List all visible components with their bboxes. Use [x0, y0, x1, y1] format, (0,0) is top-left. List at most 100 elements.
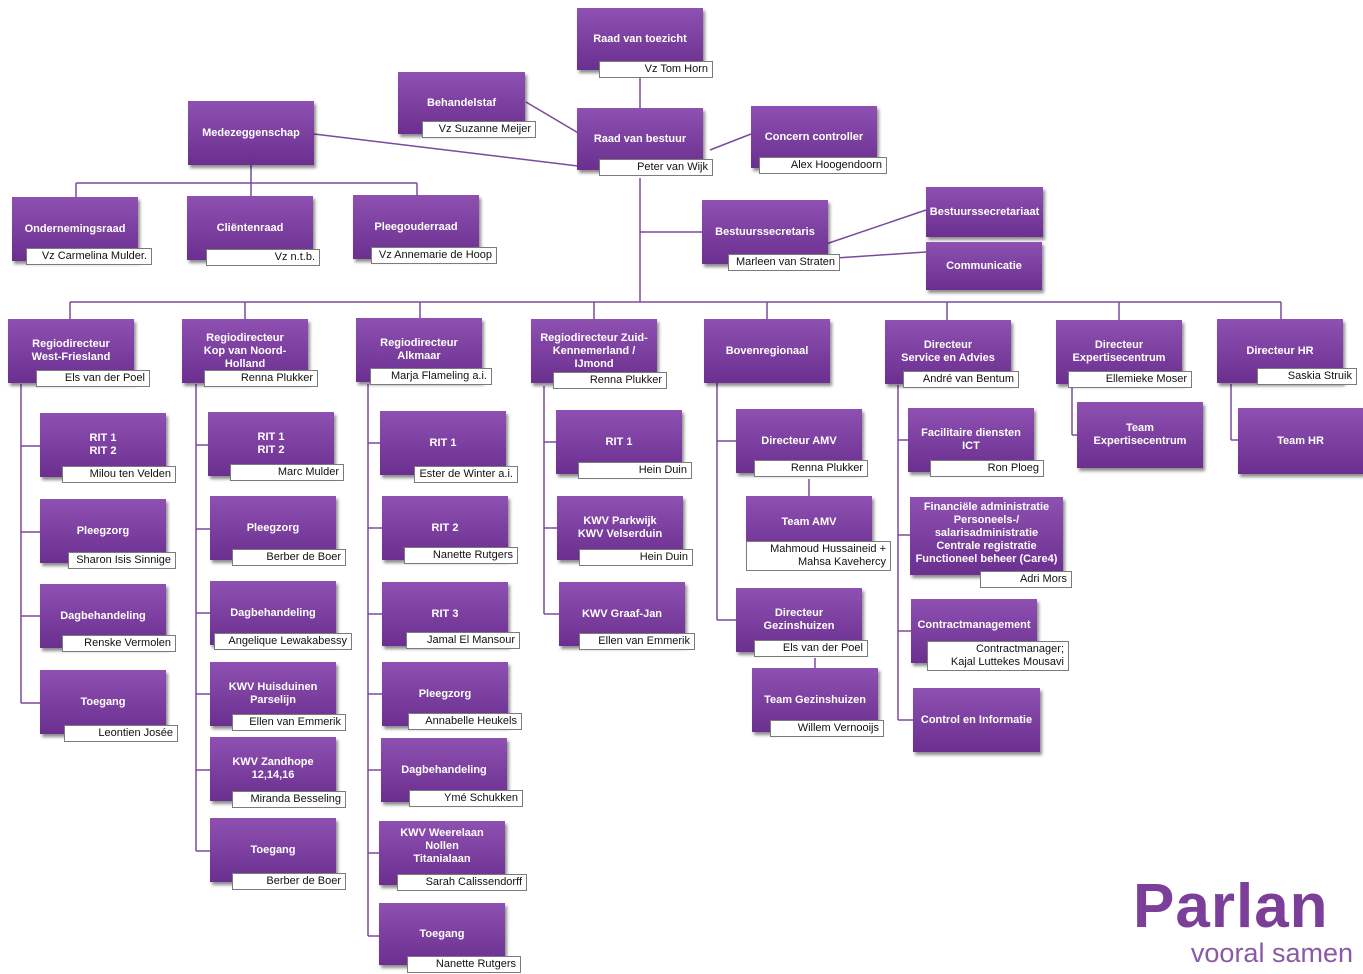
unit-kop-toegang[interactable]: Toegang Berber de Boer [210, 818, 346, 890]
node-person: Marleen van Straten [728, 254, 840, 271]
node-title: Raad van toezicht [577, 8, 703, 70]
unit-person: Hein Duin [579, 549, 693, 566]
unit-wf-toegang[interactable]: Toegang Leontien Josée [40, 670, 178, 742]
unit-person: Els van der Poel [754, 640, 868, 657]
unit-title: Toegang [210, 818, 336, 882]
unit-wf-rit[interactable]: RIT 1 RIT 2 Milou ten Velden [40, 413, 176, 485]
unit-alk-toegang[interactable]: Toegang Nanette Rutgers [379, 903, 521, 973]
unit-title: Toegang [379, 903, 505, 965]
unit-zk-graaf-jan[interactable]: KWV Graaf-Jan Ellen van Emmerik [559, 582, 695, 652]
node-ondernemingsraad[interactable]: Ondernemingsraad Vz Carmelina Mulder. [12, 197, 152, 267]
unit-alk-weerelaan[interactable]: KWV Weerelaan Nollen Titanialaan Sarah C… [379, 821, 527, 893]
connector-line [835, 251, 927, 259]
unit-person: Ellen van Emmerik [579, 633, 695, 650]
unit-team-hr[interactable]: Team HR [1238, 408, 1363, 474]
unit-person: Renna Plukker [754, 460, 868, 477]
unit-title: Team HR [1238, 408, 1363, 474]
unit-person: Milou ten Velden [62, 466, 176, 483]
unit-title: Toegang [40, 670, 166, 734]
unit-alk-rit1[interactable]: RIT 1 Ester de Winter a.i. [380, 411, 518, 485]
unit-person: Leontien Josée [64, 725, 178, 742]
node-person: Alex Hoogendoorn [759, 157, 887, 174]
unit-person: Annabelle Heukels [408, 713, 522, 730]
node-raad-van-toezicht[interactable]: Raad van toezicht Vz Tom Horn [577, 8, 713, 78]
unit-person: Ymé Schukken [409, 790, 523, 807]
director-expertisecentrum[interactable]: Directeur Expertisecentrum Ellemieke Mos… [1056, 320, 1192, 390]
unit-person: Jamal El Mansour [406, 632, 520, 649]
director-title: Regiodirecteur Kop van Noord-Holland [182, 319, 308, 383]
unit-person: Nanette Rutgers [404, 547, 518, 564]
unit-title: Financiële administratie Personeels-/ sa… [910, 497, 1063, 575]
unit-zk-rit1[interactable]: RIT 1 Hein Duin [556, 410, 692, 482]
unit-kop-pleegzorg[interactable]: Pleegzorg Berber de Boer [210, 496, 346, 568]
parlan-logo: Parlan vooral samen [1133, 874, 1359, 970]
connector-line [825, 209, 927, 245]
director-alkmaar[interactable]: Regiodirecteur Alkmaar Marja Flameling a… [356, 318, 492, 388]
director-person: André van Bentum [903, 371, 1019, 388]
unit-alk-pleegzorg[interactable]: Pleegzorg Annabelle Heukels [382, 662, 522, 732]
node-person: Vz Annemarie de Hoop [371, 247, 497, 264]
unit-title: Control en Informatie [913, 688, 1040, 752]
director-bovenregionaal[interactable]: Bovenregionaal [704, 319, 830, 383]
unit-person: Mahmoud Hussaineid + Mahsa Kavehercy [746, 541, 891, 571]
director-hr[interactable]: Directeur HR Saskia Struik [1217, 319, 1357, 389]
unit-kop-zandhope[interactable]: KWV Zandhope 12,14,16 Miranda Besseling [210, 737, 346, 809]
unit-person: Berber de Boer [232, 873, 346, 890]
unit-team-expertisecentrum[interactable]: Team Expertisecentrum [1077, 402, 1203, 468]
unit-sa-contractmanagement[interactable]: Contractmanagement Contractmanager; Kaja… [911, 599, 1069, 671]
node-title: Bestuurssecretaris [702, 200, 828, 264]
director-service-en-advies[interactable]: Directeur Service en Advies André van Be… [885, 320, 1019, 390]
unit-person: Marc Mulder [230, 464, 344, 481]
unit-kop-dagbehandeling[interactable]: Dagbehandeling Angelique Lewakabessy [210, 581, 352, 651]
unit-person: Berber de Boer [232, 549, 346, 566]
node-pleegouderraad[interactable]: Pleegouderraad Vz Annemarie de Hoop [353, 195, 497, 267]
node-medezeggenschap[interactable]: Medezeggenschap [188, 101, 315, 165]
unit-kop-huisduinen[interactable]: KWV Huisduinen Parselijn Ellen van Emmer… [210, 662, 346, 732]
brand-name: Parlan [1133, 872, 1329, 941]
unit-bov-directeur-amv[interactable]: Directeur AMV Renna Plukker [736, 409, 868, 479]
unit-alk-rit2[interactable]: RIT 2 Nanette Rutgers [382, 496, 518, 566]
node-clientenraad[interactable]: Cliëntenraad Vz n.t.b. [187, 196, 320, 268]
unit-sa-financiele-administratie[interactable]: Financiële administratie Personeels-/ sa… [910, 497, 1072, 591]
unit-person: Sharon Isis Sinnige [68, 552, 176, 569]
unit-bov-directeur-gezinshuizen[interactable]: Directeur Gezinshuizen Els van der Poel [736, 588, 868, 658]
unit-wf-pleegzorg[interactable]: Pleegzorg Sharon Isis Sinnige [40, 499, 176, 571]
unit-person: Adri Mors [980, 571, 1072, 588]
unit-wf-dagbehandeling[interactable]: Dagbehandeling Renske Vermolen [40, 584, 176, 656]
director-person: Marja Flameling a.i. [370, 368, 492, 385]
unit-person: Ron Ploeg [930, 460, 1044, 477]
node-raad-van-bestuur[interactable]: Raad van bestuur Peter van Wijk [577, 108, 713, 178]
unit-title: RIT 1 [380, 411, 506, 475]
unit-sa-control-en-informatie[interactable]: Control en Informatie [913, 688, 1040, 752]
director-zuid-kennemerland[interactable]: Regiodirecteur Zuid- Kennemerland / IJmo… [531, 319, 667, 391]
node-title: Communicatie [926, 242, 1042, 290]
node-title: Medezeggenschap [188, 101, 314, 165]
unit-person: Nanette Rutgers [407, 956, 521, 973]
node-bestuurssecretaris[interactable]: Bestuurssecretaris Marleen van Straten [702, 200, 840, 272]
node-communicatie[interactable]: Communicatie [926, 242, 1042, 290]
unit-title: Team Expertisecentrum [1077, 402, 1203, 468]
unit-person: Hein Duin [578, 462, 692, 479]
unit-zk-parkwijk[interactable]: KWV Parkwijk KWV Velserduin Hein Duin [557, 496, 693, 568]
node-bestuurssecretariaat[interactable]: Bestuurssecretariaat [926, 187, 1043, 237]
director-person: Renna Plukker [553, 372, 667, 389]
unit-bov-team-amv[interactable]: Team AMV Mahmoud Hussaineid + Mahsa Kave… [746, 496, 891, 572]
director-west-friesland[interactable]: Regiodirecteur West-Friesland Els van de… [8, 319, 150, 389]
unit-title: KWV Zandhope 12,14,16 [210, 737, 336, 801]
unit-person: Miranda Besseling [232, 791, 346, 808]
director-person: Renna Plukker [204, 370, 318, 387]
director-person: Saskia Struik [1257, 368, 1357, 385]
node-concern-controller[interactable]: Concern controller Alex Hoogendoorn [751, 106, 887, 176]
connector-line [709, 133, 752, 151]
unit-alk-rit3[interactable]: RIT 3 Jamal El Mansour [382, 582, 520, 652]
node-title: Bestuurssecretariaat [926, 187, 1043, 237]
node-behandelstaf[interactable]: Behandelstaf Vz Suzanne Meijer [398, 72, 538, 140]
unit-alk-dagbehandeling[interactable]: Dagbehandeling Ymé Schukken [381, 738, 523, 808]
director-title: Bovenregionaal [704, 319, 830, 383]
unit-bov-team-gezinshuizen[interactable]: Team Gezinshuizen Willem Vernooijs [752, 668, 884, 738]
unit-person: Angelique Lewakabessy [214, 633, 352, 650]
unit-sa-facilitaire-diensten[interactable]: Facilitaire diensten ICT Ron Ploeg [908, 408, 1044, 478]
director-kop-van-noord-holland[interactable]: Regiodirecteur Kop van Noord-Holland Ren… [182, 319, 318, 389]
node-person: Vz Suzanne Meijer [422, 121, 536, 138]
unit-kop-rit[interactable]: RIT 1 RIT 2 Marc Mulder [208, 412, 344, 484]
